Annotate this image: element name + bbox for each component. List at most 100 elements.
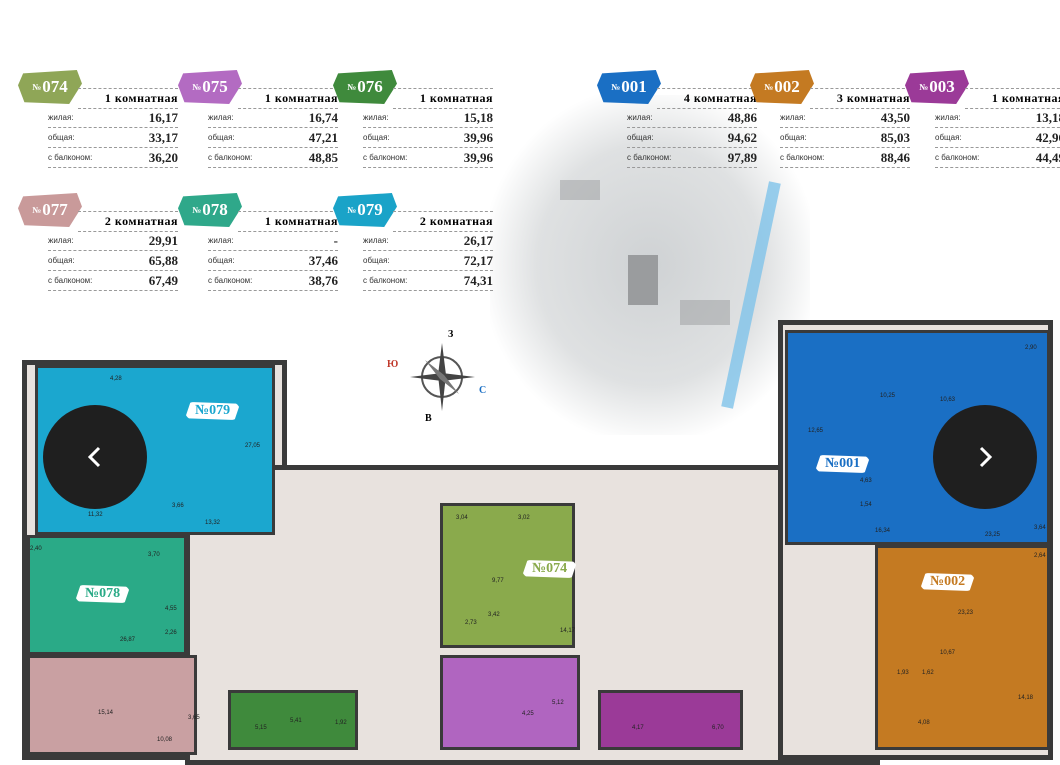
compass-east: С [479, 385, 487, 396]
area-label: с балконом: [208, 153, 253, 162]
room-area-label: 1,62 [922, 670, 934, 676]
compass-south: В [425, 413, 432, 424]
room-area-label: 4,28 [110, 376, 122, 382]
area-value: 74,31 [463, 272, 493, 288]
label-number: 002 [944, 574, 966, 589]
apartment-number: 002 [774, 77, 800, 96]
area-label: с балконом: [208, 276, 253, 285]
room-area-label: 3,42 [488, 612, 500, 618]
room-count: 1 комнатная [965, 88, 1060, 109]
apartment-number: 003 [929, 77, 955, 96]
compass-west: Ю [387, 359, 399, 370]
chevron-right-icon [979, 446, 993, 468]
area-label: с балконом: [48, 276, 93, 285]
room-area-label: 2,26 [165, 630, 177, 636]
area-label: общая: [627, 133, 654, 142]
area-row-balcony: с балконом:88,46 [780, 148, 910, 168]
room-area-label: 3,70 [148, 552, 160, 558]
area-value: 37,46 [308, 252, 338, 268]
apartment-number: 077 [42, 200, 68, 219]
area-value: 44,49 [1035, 149, 1060, 165]
area-value: 29,91 [148, 232, 178, 248]
no-prefix: № [32, 205, 42, 215]
no-prefix: № [32, 82, 42, 92]
area-label: общая: [363, 256, 390, 265]
area-row-total: общая: 33,17 [48, 128, 178, 148]
area-value: 48,85 [308, 149, 338, 165]
compass-north: З [448, 329, 454, 340]
area-value: 85,03 [880, 129, 910, 145]
area-row-balcony: с балконом:97,89 [627, 148, 757, 168]
room-area-label: 3,04 [456, 515, 468, 521]
area-value: 33,17 [148, 129, 178, 145]
no-prefix: № [85, 586, 100, 601]
plan-label-079: №079 [185, 402, 241, 420]
room-area-label: 2,73 [465, 620, 477, 626]
area-label: жилая: [935, 113, 961, 122]
area-label: с балконом: [48, 153, 93, 162]
apartment-077[interactable] [27, 655, 197, 755]
no-prefix: № [192, 82, 202, 92]
area-row-living: жилая:16,17 [48, 108, 178, 128]
no-prefix: № [919, 82, 929, 92]
room-area-label: 5,12 [552, 700, 564, 706]
area-value: - [333, 232, 338, 248]
room-area-label: 15,14 [98, 710, 114, 716]
area-label: жилая: [627, 113, 653, 122]
room-area-label: 5,15 [255, 725, 267, 731]
no-prefix: № [611, 82, 621, 92]
room-area-label: 2,64 [1034, 553, 1046, 559]
area-row-living: жилая:15,18 [363, 108, 493, 128]
area-value: 72,17 [463, 252, 493, 268]
apartment-079[interactable] [35, 365, 275, 535]
room-area-label: 16,34 [875, 528, 891, 534]
next-slide-button[interactable] [933, 405, 1037, 509]
room-area-label: 5,41 [290, 718, 302, 724]
room-area-label: 4,17 [632, 725, 644, 731]
room-area-label: 14,17 [560, 628, 576, 634]
area-row-balcony: с балконом: 48,85 [208, 148, 338, 168]
room-area-label: 23,25 [985, 532, 1001, 538]
area-value: 43,50 [880, 109, 910, 125]
room-area-label: 3,65 [188, 715, 200, 721]
area-row-total: общая:42,96 [935, 128, 1060, 148]
area-row-living: жилая:16,74 [208, 108, 338, 128]
room-count: 4 комнатная [657, 88, 757, 109]
no-prefix: № [930, 574, 945, 589]
apartment-076[interactable] [228, 690, 358, 750]
area-label: общая: [48, 256, 75, 265]
room-area-label: 3,64 [1034, 525, 1046, 531]
apartment-003[interactable] [598, 690, 743, 750]
no-prefix: № [192, 205, 202, 215]
room-count: 1 комнатная [78, 88, 178, 109]
area-value: 36,20 [148, 149, 178, 165]
room-area-label: 23,23 [958, 610, 974, 616]
area-label: жилая: [780, 113, 806, 122]
compass-icon [410, 343, 475, 411]
area-row-total: общая:94,62 [627, 128, 757, 148]
no-prefix: № [347, 205, 357, 215]
area-label: общая: [208, 133, 235, 142]
area-value: 13,18 [1035, 109, 1060, 125]
area-row-balcony: с балконом:67,49 [48, 271, 178, 291]
room-area-label: 4,63 [860, 478, 872, 484]
area-row-total: общая: 47,21 [208, 128, 338, 148]
area-row-total: общая:37,46 [208, 251, 338, 271]
prev-slide-button[interactable] [43, 405, 147, 509]
area-value: 26,17 [463, 232, 493, 248]
area-value: 47,21 [308, 129, 338, 145]
room-area-label: 10,67 [940, 650, 956, 656]
area-row-total: общая:39,96 [363, 128, 493, 148]
area-row-balcony: с балконом:38,76 [208, 271, 338, 291]
room-area-label: 10,63 [940, 397, 956, 403]
area-label: общая: [48, 133, 75, 142]
